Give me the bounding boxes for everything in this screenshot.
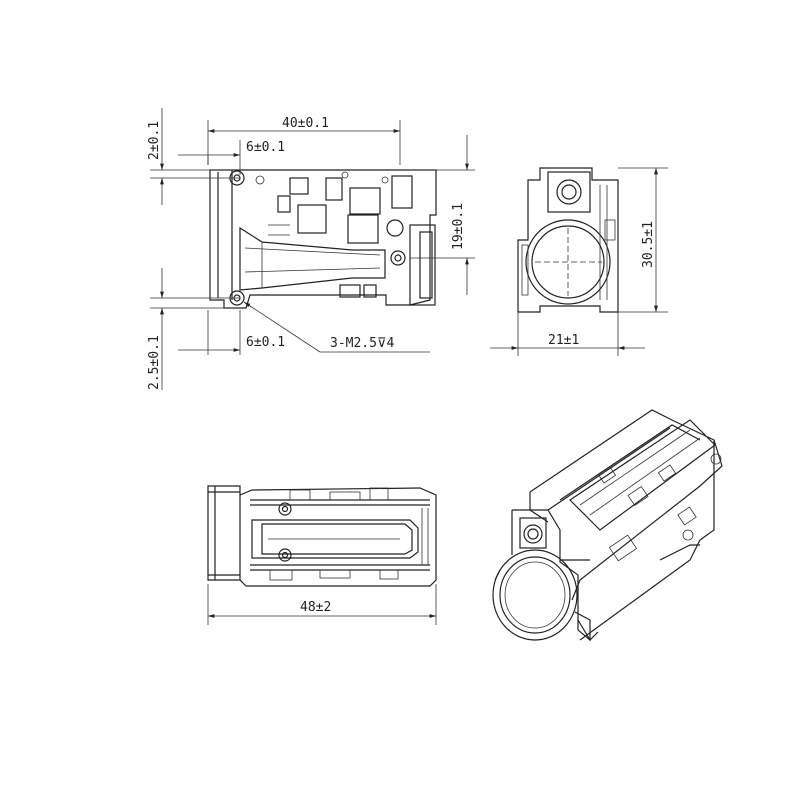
dim-side-height: 19±0.1 <box>451 203 466 250</box>
dim-side-length: 48±2 <box>300 600 331 615</box>
dim-end-height: 30.5±1 <box>641 221 656 268</box>
dim-bottom-hole-offset: 6±0.1 <box>246 335 285 350</box>
dim-top-width: 40±0.1 <box>282 116 329 131</box>
hole-spec-label: 3-M2.5⊽4 <box>330 336 394 351</box>
isometric-view <box>492 409 723 642</box>
dim-top-hole-offset: 6±0.1 <box>246 140 285 155</box>
side-view: 48±2 <box>207 485 437 625</box>
dim-end-width: 21±1 <box>548 333 579 348</box>
top-view: 40±0.1 6±0.1 2±0.1 19±0.1 2.5±0.1 6±0.1 <box>147 108 475 390</box>
dim-top-margin: 2±0.1 <box>147 121 162 160</box>
end-view: 30.5±1 21±1 <box>490 167 668 356</box>
dim-bottom-margin: 2.5±0.1 <box>147 335 162 390</box>
